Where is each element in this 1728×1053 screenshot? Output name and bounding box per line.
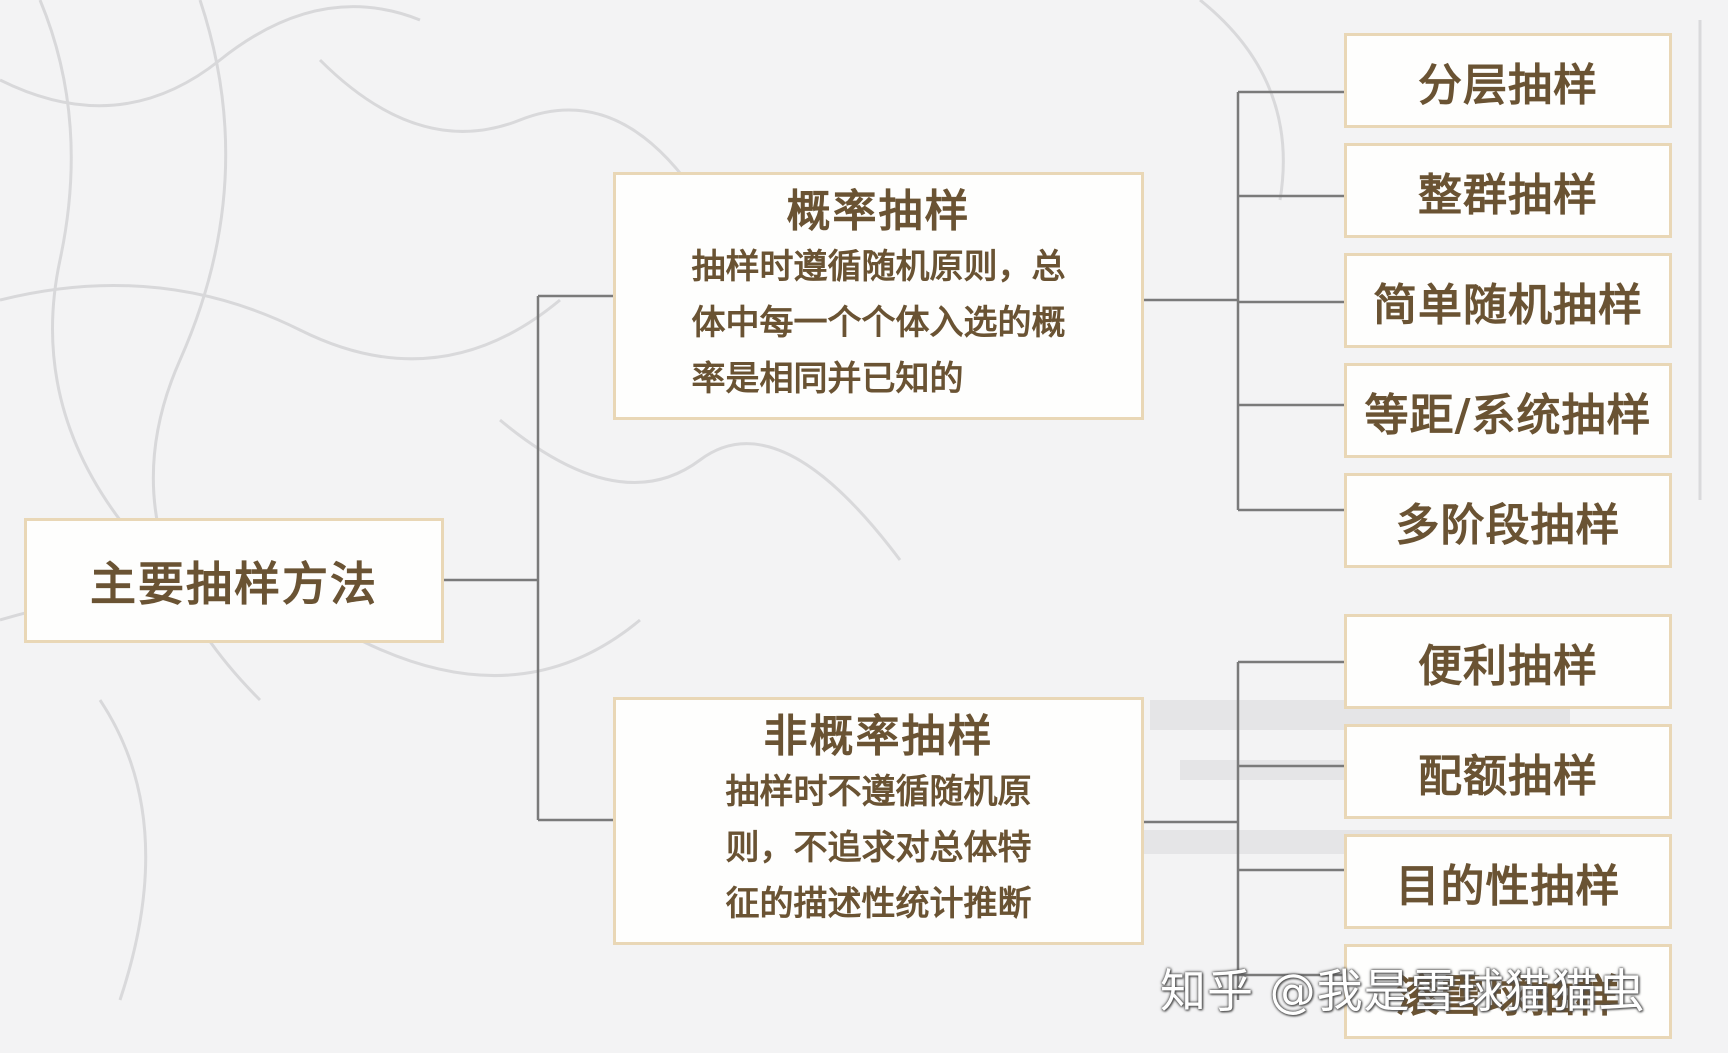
desc-line: 则，不追求对总体特 [725,828,1032,868]
leaf-convenience-sampling: 便利抽样 [1344,614,1672,709]
desc-line: 体中每一个个体入选的概 [691,303,1066,343]
leaf-label: 目的性抽样 [1395,860,1621,912]
branch-non-probability-sampling: 非概率抽样 抽样时不遵循随机原 则，不追求对总体特 征的描述性统计推断 [613,697,1144,945]
leaf-label: 等距/系统抽样 [1364,389,1652,441]
branch-description: 抽样时遵循随机原则，总 体中每一个个体入选的概 率是相同并已知的 [692,239,1066,407]
leaf-stratified-sampling: 分层抽样 [1344,33,1672,128]
branch-probability-sampling: 概率抽样 抽样时遵循随机原则，总 体中每一个个体入选的概 率是相同并已知的 [613,172,1144,420]
branch-title: 概率抽样 [786,186,971,237]
leaf-label: 多阶段抽样 [1395,499,1621,551]
leaf-systematic-sampling: 等距/系统抽样 [1344,363,1672,458]
desc-line: 抽样时遵循随机原则，总 [691,247,1066,287]
zhihu-watermark: 知乎 @我是雪球猫猫虫 [1160,964,1646,1018]
desc-line: 抽样时不遵循随机原 [725,772,1032,812]
leaf-label: 配额抽样 [1418,750,1598,802]
leaf-snowball-sampling: 滚雪球抽样 [1344,944,1672,1039]
leaf-label: 整群抽样 [1418,169,1598,221]
desc-line: 征的描述性统计推断 [725,884,1032,924]
root-label: 主要抽样方法 [90,556,378,611]
leaf-label: 分层抽样 [1418,59,1598,111]
leaf-cluster-sampling: 整群抽样 [1344,143,1672,238]
leaf-quota-sampling: 配额抽样 [1344,724,1672,819]
leaf-purposive-sampling: 目的性抽样 [1344,834,1672,929]
leaf-label: 滚雪球抽样 [1395,970,1621,1022]
branch-description: 抽样时不遵循随机原 则，不追求对总体特 征的描述性统计推断 [726,764,1032,932]
leaf-multistage-sampling: 多阶段抽样 [1344,473,1672,568]
leaf-simple-random-sampling: 简单随机抽样 [1344,253,1672,348]
branch-title: 非概率抽样 [763,711,994,762]
leaf-label: 简单随机抽样 [1373,279,1643,331]
desc-line: 率是相同并已知的 [691,359,964,399]
root-node: 主要抽样方法 [24,518,444,643]
leaf-label: 便利抽样 [1418,640,1598,692]
